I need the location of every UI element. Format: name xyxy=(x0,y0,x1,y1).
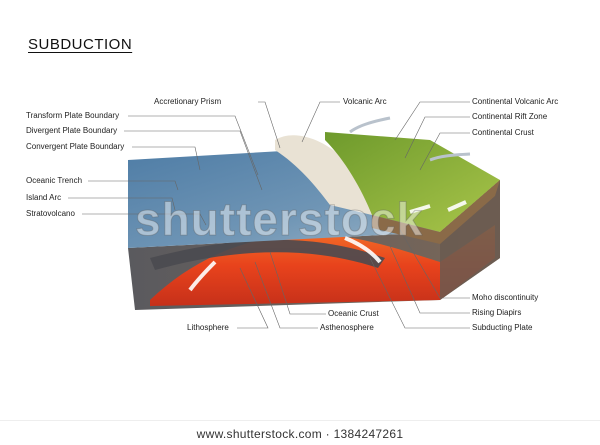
label-asthenosphere: Asthenosphere xyxy=(320,323,374,332)
convection-arrow-left xyxy=(188,260,217,292)
label-volcanic-arc: Volcanic Arc xyxy=(343,97,387,106)
label-subducting-plate: Subducting Plate xyxy=(472,323,533,332)
label-island-arc: Island Arc xyxy=(26,193,62,202)
label-stratovolcano: Stratovolcano xyxy=(26,209,75,218)
label-continental-rift-zone: Continental Rift Zone xyxy=(472,112,548,121)
subduction-diagram xyxy=(68,101,500,329)
volcano-plume-1 xyxy=(349,116,391,134)
label-rising-diapirs: Rising Diapirs xyxy=(472,308,522,317)
watermark-text: shutterstock xyxy=(134,193,424,246)
leader-lines xyxy=(68,101,470,329)
convection-arrow-right xyxy=(344,236,382,264)
block-side-face xyxy=(440,180,500,300)
accretionary-prism-ridge xyxy=(275,135,372,215)
convection-arrow-top xyxy=(409,204,431,214)
label-oceanic-trench: Oceanic Trench xyxy=(26,176,83,185)
label-continental-crust: Continental Crust xyxy=(472,128,534,137)
footer-bar: www.shutterstock.com · 1384247261 xyxy=(0,420,600,445)
label-oceanic-crust: Oceanic Crust xyxy=(328,309,379,318)
label-continental-volcanic-arc: Continental Volcanic Arc xyxy=(472,97,559,106)
continental-belt xyxy=(372,180,500,244)
label-moho-discontinuity: Moho discontinuity xyxy=(472,293,539,302)
ocean-surface xyxy=(128,150,440,248)
volcano-plume-2 xyxy=(429,152,471,162)
footer-text: www.shutterstock.com · 1384247261 xyxy=(196,427,404,441)
label-lithosphere: Lithosphere xyxy=(187,323,229,332)
convection-arrow-top-2 xyxy=(447,200,467,212)
subducting-plate xyxy=(150,239,385,270)
label-convergent-plate-boundary: Convergent Plate Boundary xyxy=(26,142,125,151)
page-title: SUBDUCTION xyxy=(28,36,133,53)
label-accretionary-prism: Accretionary Prism xyxy=(154,97,222,106)
label-divergent-plate-boundary: Divergent Plate Boundary xyxy=(26,126,118,135)
asthenosphere-layer xyxy=(150,225,495,306)
label-transform-plate-boundary: Transform Plate Boundary xyxy=(26,111,120,120)
